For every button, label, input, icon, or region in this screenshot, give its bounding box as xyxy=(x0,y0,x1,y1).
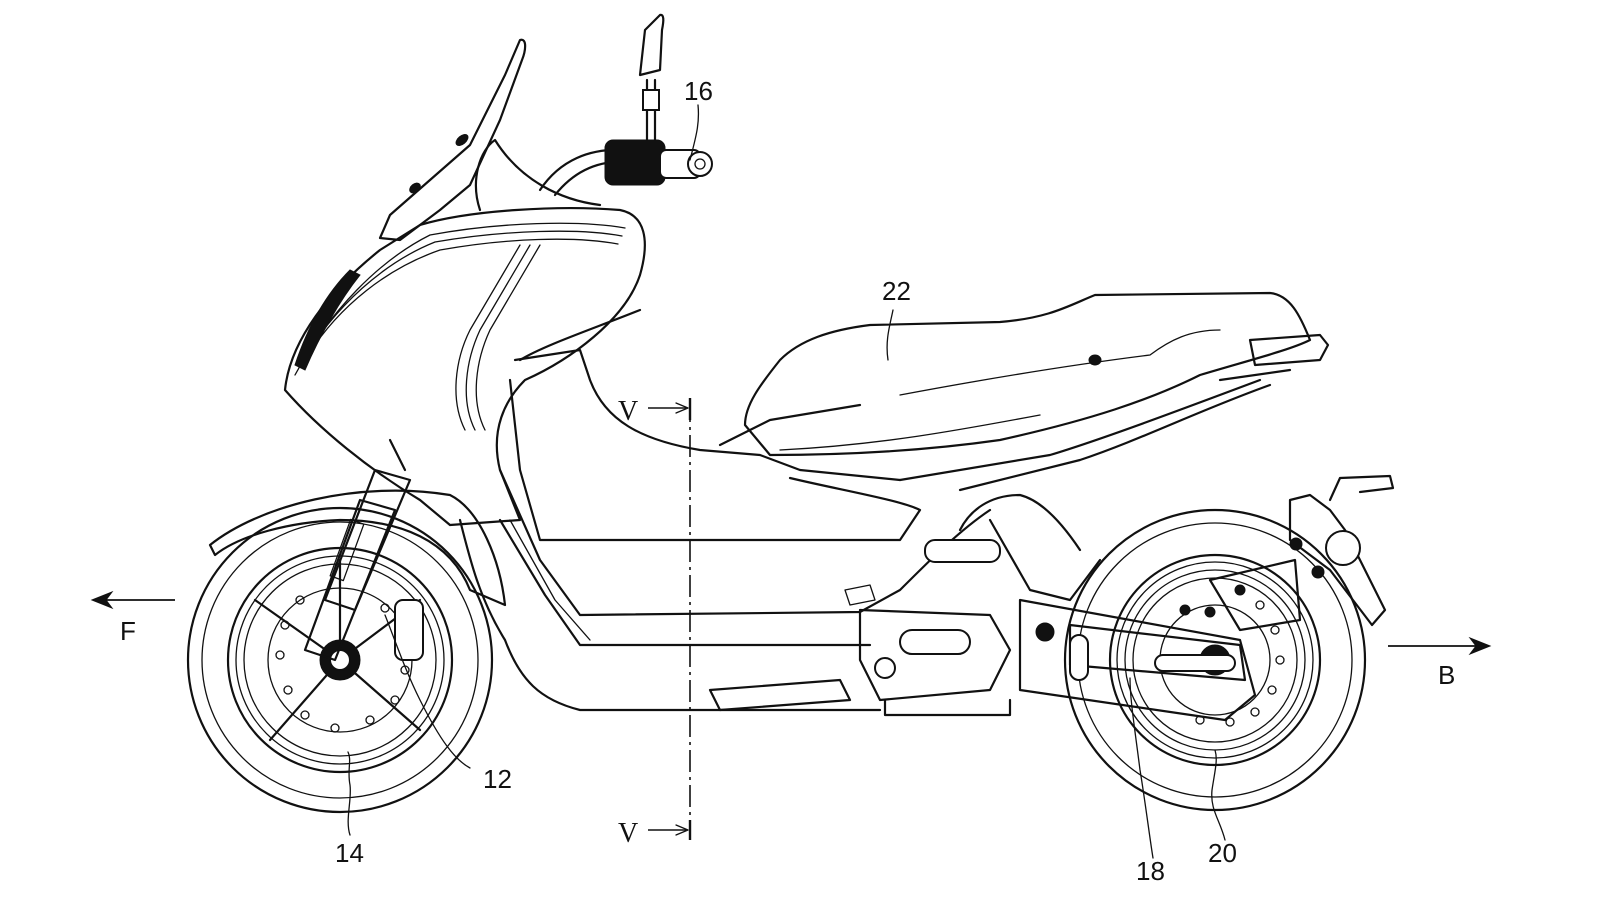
rear-frame xyxy=(898,378,1272,602)
front-fender xyxy=(208,489,507,607)
label-20: 20 xyxy=(1208,838,1237,868)
swing-arm xyxy=(1018,598,1257,722)
leader-lines xyxy=(347,104,1226,859)
section-label-top: V xyxy=(618,396,638,427)
rear-bracket xyxy=(1179,474,1395,632)
section-line-v xyxy=(648,398,692,840)
front-body xyxy=(283,138,646,527)
back-arrow xyxy=(1388,636,1492,656)
label-18: 18 xyxy=(1136,856,1165,886)
underside xyxy=(708,608,1012,717)
label-16: 16 xyxy=(684,76,713,106)
windshield xyxy=(378,38,527,242)
handlebar xyxy=(538,13,713,197)
main-body xyxy=(458,348,992,712)
seat xyxy=(743,291,1330,457)
front-direction-label: F xyxy=(120,616,136,646)
section-label-bottom: V xyxy=(618,818,638,849)
label-14: 14 xyxy=(335,838,364,868)
back-direction-label: B xyxy=(1438,660,1455,690)
front-fork xyxy=(303,438,412,662)
front-arrow xyxy=(90,590,175,610)
front-wheel xyxy=(186,506,494,814)
label-22: 22 xyxy=(882,276,911,306)
label-12: 12 xyxy=(483,764,512,794)
